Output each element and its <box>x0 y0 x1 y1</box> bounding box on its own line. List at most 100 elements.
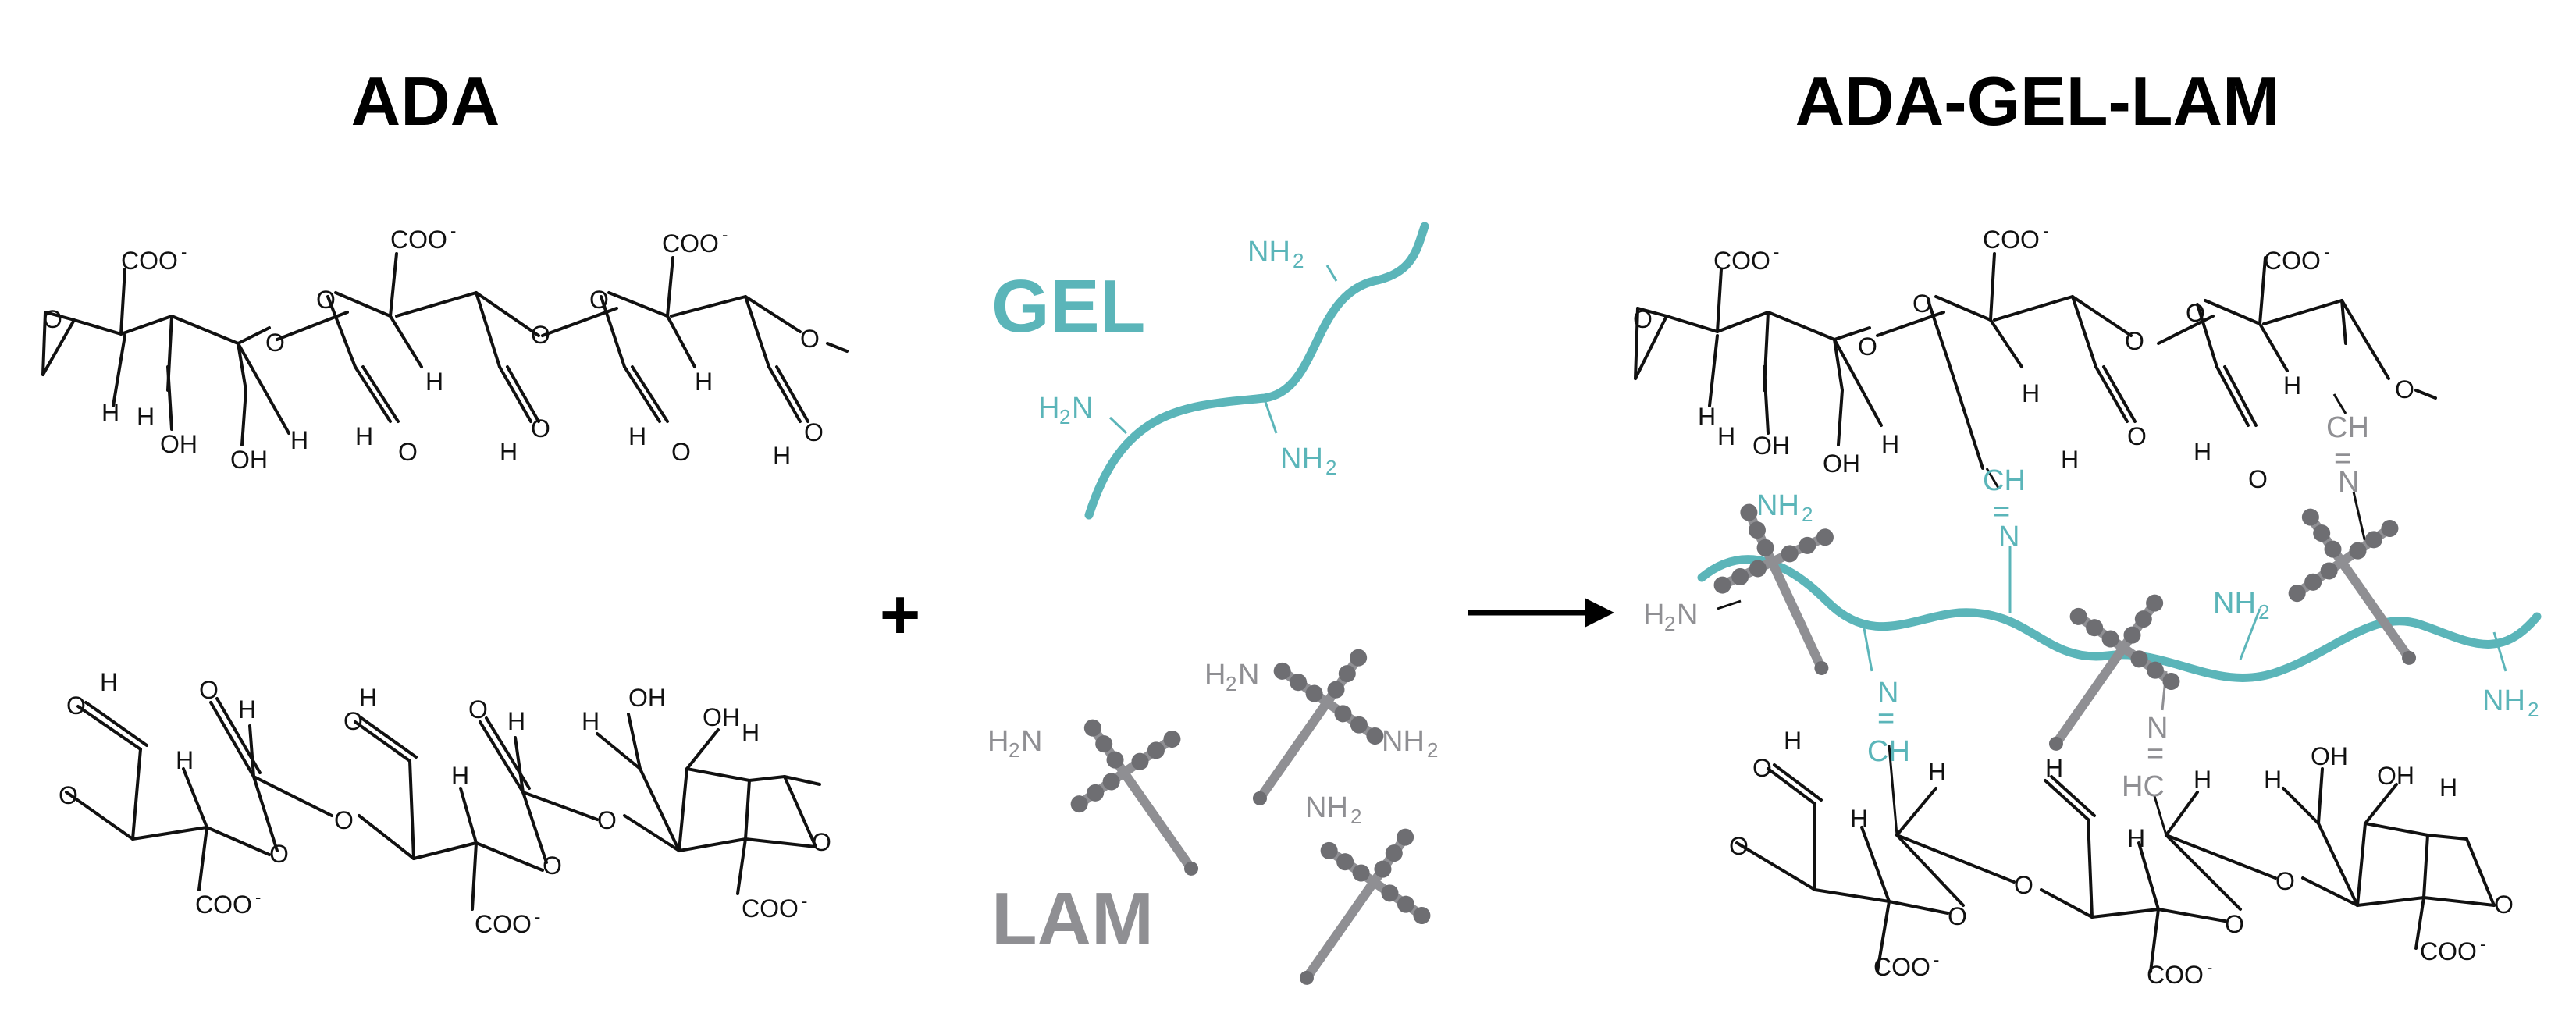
svg-text:2: 2 <box>1293 249 1304 272</box>
network-imine-labels: CH N = CH = N N = CH N = HC <box>1867 411 2369 803</box>
svg-text:N: N <box>1877 677 1898 709</box>
svg-text:O: O <box>2186 299 2205 327</box>
svg-text:H: H <box>1717 422 1735 450</box>
svg-text:NH: NH <box>1382 725 1425 758</box>
svg-text:CH: CH <box>1867 735 1910 768</box>
svg-text:NH: NH <box>2482 684 2525 717</box>
svg-text:H: H <box>582 707 600 735</box>
svg-text:H: H <box>2264 766 2282 794</box>
svg-text:H: H <box>2283 372 2301 400</box>
lam-molecule-1 <box>1070 719 1199 876</box>
reaction-arrow <box>1468 598 1614 628</box>
svg-text:H: H <box>1784 727 1802 755</box>
title-ada: ADA <box>351 62 500 140</box>
svg-text:H: H <box>176 746 194 774</box>
svg-text:CH: CH <box>1983 464 2026 497</box>
svg-text:COO: COO <box>195 891 252 919</box>
svg-text:OH: OH <box>628 684 666 712</box>
svg-text:O: O <box>1729 832 1749 860</box>
svg-text:-: - <box>255 887 261 907</box>
svg-text:O: O <box>671 438 691 466</box>
svg-text:O: O <box>316 286 336 314</box>
svg-text:-: - <box>1774 242 1779 261</box>
svg-text:2: 2 <box>1226 672 1236 695</box>
svg-text:N: N <box>1021 725 1042 758</box>
svg-text:2: 2 <box>2528 698 2539 721</box>
svg-text:=: = <box>2147 738 2164 770</box>
svg-text:COO: COO <box>662 229 719 258</box>
svg-text:O: O <box>59 781 78 809</box>
svg-text:H: H <box>101 399 119 427</box>
svg-text:NH: NH <box>1756 489 1799 522</box>
svg-text:COO: COO <box>2264 247 2321 275</box>
svg-text:-: - <box>802 891 807 911</box>
svg-text:-: - <box>2324 242 2329 261</box>
svg-text:O: O <box>1752 754 1772 782</box>
svg-text:OH: OH <box>160 430 197 458</box>
svg-text:O: O <box>2248 465 2268 493</box>
svg-text:2: 2 <box>1427 738 1438 762</box>
svg-text:2: 2 <box>1664 612 1675 635</box>
svg-text:-: - <box>450 221 456 240</box>
gel-label: GEL <box>991 265 1145 348</box>
lam-amine-labels: H 2 N H 2 N NH 2 NH 2 <box>987 659 1438 828</box>
svg-text:COO: COO <box>742 894 799 923</box>
svg-text:=: = <box>1877 702 1895 735</box>
svg-text:O: O <box>398 438 418 466</box>
svg-text:H: H <box>1038 392 1059 425</box>
svg-text:NH: NH <box>1247 236 1290 268</box>
svg-text:COO: COO <box>390 226 447 254</box>
svg-text:O: O <box>2125 327 2144 355</box>
network-ada-top-atoms: COO - COO - COO - O O O O O O H H OH OH … <box>1633 221 2414 493</box>
svg-text:O: O <box>804 418 824 446</box>
svg-text:O: O <box>2275 867 2295 895</box>
svg-text:O: O <box>2014 871 2033 899</box>
svg-text:H: H <box>1698 403 1716 431</box>
ada-chain-bottom <box>65 697 821 911</box>
svg-text:COO: COO <box>1713 247 1770 275</box>
svg-text:O: O <box>265 329 285 357</box>
svg-text:O: O <box>2127 422 2147 450</box>
svg-text:H: H <box>451 762 469 790</box>
ada-chain-top <box>41 252 849 446</box>
svg-text:2: 2 <box>1059 405 1070 428</box>
svg-text:O: O <box>597 806 617 834</box>
network-amine-labels: NH 2 H 2 N NH 2 NH 2 <box>1643 489 2539 721</box>
svg-text:CH: CH <box>2326 411 2369 444</box>
svg-text:O: O <box>1948 902 1967 930</box>
svg-text:H: H <box>507 707 525 735</box>
svg-text:H: H <box>773 442 791 470</box>
svg-text:H: H <box>2022 379 2040 407</box>
svg-text:HC: HC <box>2122 770 2165 803</box>
svg-text:N: N <box>1677 599 1698 631</box>
svg-text:H: H <box>500 438 518 466</box>
lam-molecule-3 <box>1299 828 1431 985</box>
svg-text:O: O <box>2395 375 2414 404</box>
svg-text:O: O <box>1633 305 1653 333</box>
svg-text:O: O <box>1858 332 1877 361</box>
svg-text:N: N <box>2147 712 2168 745</box>
svg-text:-: - <box>181 242 187 261</box>
svg-text:NH: NH <box>1280 443 1323 475</box>
svg-text:COO: COO <box>1873 953 1930 981</box>
network-lam-molecule-2 <box>2048 594 2180 751</box>
svg-text:2: 2 <box>1350 805 1361 828</box>
svg-text:O: O <box>2225 910 2244 938</box>
gel-strand <box>1084 222 1429 520</box>
svg-text:O: O <box>334 806 354 834</box>
svg-text:H: H <box>987 725 1009 758</box>
svg-text:H: H <box>1850 805 1868 833</box>
svg-text:COO: COO <box>2420 937 2477 965</box>
svg-text:H: H <box>359 684 377 712</box>
svg-text:NH: NH <box>2213 587 2256 620</box>
svg-text:N: N <box>1238 659 1259 692</box>
svg-text:H: H <box>100 668 118 696</box>
svg-text:H: H <box>238 695 256 724</box>
svg-text:-: - <box>2480 934 2485 954</box>
svg-text:N: N <box>1072 392 1093 425</box>
svg-text:O: O <box>531 414 550 443</box>
svg-text:COO: COO <box>475 910 532 938</box>
svg-text:NH: NH <box>1305 791 1348 824</box>
svg-text:O: O <box>66 692 86 720</box>
svg-text:H: H <box>628 422 646 450</box>
